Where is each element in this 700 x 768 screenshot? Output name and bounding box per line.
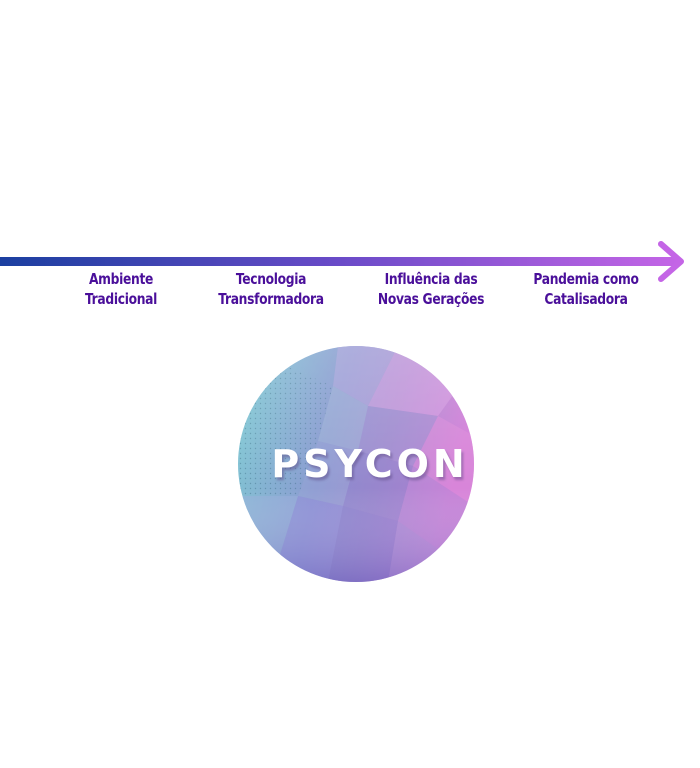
stage-label-line1: Pandemia como bbox=[533, 270, 639, 288]
timeline-arrow-head bbox=[658, 241, 684, 282]
stage-label-line1: Ambiente bbox=[88, 270, 154, 288]
stage-label-line2: Catalisadora bbox=[544, 290, 628, 308]
psycon-logo-orb: PSYCON bbox=[238, 346, 474, 582]
timeline-arrow-shaft bbox=[0, 257, 680, 266]
stage-label-line2: Tradicional bbox=[84, 290, 158, 308]
stage-label-line2: Novas Gerações bbox=[377, 290, 485, 308]
stage-label-ambiente-tradicional: Ambiente Tradicional bbox=[60, 269, 183, 309]
logo-wordmark: PSYCON bbox=[271, 442, 469, 486]
stage-label-line1: Tecnologia bbox=[235, 270, 307, 288]
stage-label-line1: Influência das bbox=[384, 270, 478, 288]
stage-label-line2: Transformadora bbox=[218, 290, 324, 308]
orb-lowpoly-graphic bbox=[238, 346, 474, 582]
timeline-arrow bbox=[0, 241, 684, 282]
stage-label-influencia-novas-geracoes: Influência das Novas Gerações bbox=[370, 269, 493, 309]
stage-label-tecnologia-transformadora: Tecnologia Transformadora bbox=[210, 269, 333, 309]
stage-label-pandemia-catalisadora: Pandemia como Catalisadora bbox=[525, 269, 648, 309]
